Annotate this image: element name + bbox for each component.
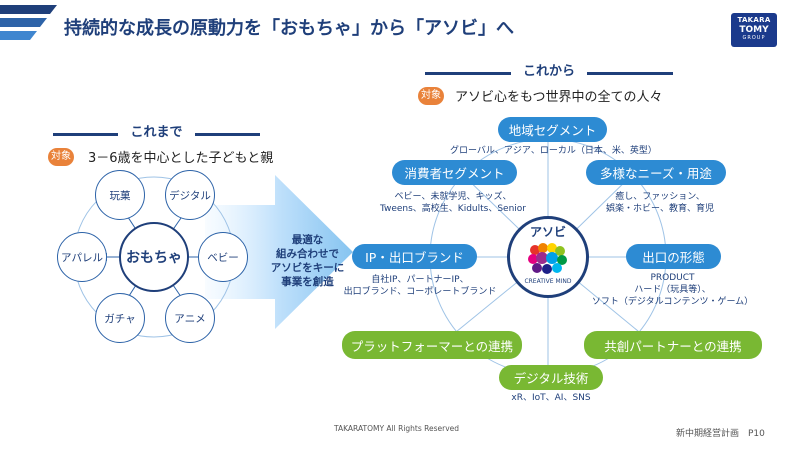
node-digital: デジタル [165, 170, 215, 220]
left-target-text: 3－6歳を中心とした子どもと親 [88, 151, 274, 166]
desc-ip-line: 出口ブランド、コーポレートブランド [343, 287, 497, 297]
pill-region-segment: 地域セグメント [498, 117, 607, 142]
pill-platformer-collab: プラットフォーマーとの連携 [342, 331, 522, 359]
desc-consumer: ベビー、未就学児、キッズ、 Tweens、高校生、Kidults、Senior [368, 191, 538, 215]
asobi-center: アソビ CREATIVE MIND [507, 216, 589, 298]
pill-digital-tech: デジタル技術 [499, 365, 603, 390]
arrow-text-line: 組み合わせで [276, 248, 339, 260]
node-anime: アニメ [165, 293, 215, 343]
left-heading-text: これまで [118, 125, 195, 140]
desc-needs-line: 娯楽・ホビー、教育、育児 [606, 204, 714, 214]
desc-needs-line: 癒し、ファッション、 [615, 192, 705, 202]
arrow-text-line: アソビをキーに [270, 262, 345, 274]
right-target-badge: 対象 [418, 87, 444, 105]
left-heading: これまで [53, 121, 260, 140]
desc-outlet: PRODUCT ハード（玩具等）、 ソフト（デジタルコンテンツ・ゲーム） [585, 272, 760, 308]
node-confectionery-toy: 玩菓 [95, 170, 145, 220]
desc-outlet-line: ハード（玩具等）、 [634, 285, 711, 295]
desc-digital: xR、IoT、AI、SNS [511, 393, 591, 403]
logo-line3: GROUP [742, 35, 766, 41]
pill-ip-brand: IP・出口ブランド [352, 244, 477, 269]
page-number: 新中期経営計画 P10 [676, 429, 765, 439]
arrow-text-line: 最適な [291, 234, 324, 246]
logo-line2: TOMY [739, 25, 769, 35]
desc-region: グローバル、アジア、ローカル（日本、米、英型） [450, 146, 657, 156]
left-target-badge: 対象 [48, 148, 74, 166]
desc-ip-line: 自社IP、パートナーIP、 [371, 275, 469, 285]
right-heading: これから [425, 60, 673, 79]
pill-outlet-form: 出口の形態 [626, 244, 721, 269]
right-heading-text: これから [510, 64, 587, 79]
arrow-text: 最適な 組み合わせで アソビをキーに 事業を創造 [270, 233, 345, 289]
desc-ip: 自社IP、パートナーIP、 出口ブランド、コーポレートブランド [340, 274, 500, 298]
omocha-center: おもちゃ [119, 222, 189, 292]
asobi-label: アソビ [529, 225, 566, 239]
node-gacha: ガチャ [95, 293, 145, 343]
node-baby: ベビー [198, 232, 248, 282]
desc-consumer-line: Tweens、高校生、Kidults、Senior [379, 204, 527, 214]
right-target-text: アソビ心をもつ世界中の全ての人々 [455, 90, 663, 105]
desc-needs: 癒し、ファッション、 娯楽・ホビー、教育、育児 [600, 191, 720, 215]
copyright: TAKARATOMY All Rights Reserved [334, 424, 460, 433]
arrow-text-line: 事業を創造 [281, 276, 334, 288]
logo-line1: TAKARA [737, 16, 771, 24]
node-apparel: アパレル [57, 232, 107, 282]
asobi-sub-label: CREATIVE MIND [524, 278, 572, 285]
desc-outlet-line: ソフト（デジタルコンテンツ・ゲーム） [591, 297, 754, 307]
transition-arrow [205, 175, 353, 329]
takaratomy-logo: TAKARA TOMY GROUP [731, 13, 777, 47]
desc-outlet-line: PRODUCT [650, 273, 695, 283]
creative-mind-icon [528, 243, 567, 274]
pill-partner-cocreation: 共創パートナーとの連携 [584, 331, 762, 359]
header-stripes [0, 5, 57, 40]
desc-consumer-line: ベビー、未就学児、キッズ、 [394, 192, 512, 202]
page-title: 持続的な成長の原動力を「おもちゃ」から「アソビ」へ [64, 18, 514, 39]
pill-consumer-segment: 消費者セグメント [392, 160, 517, 185]
pill-diverse-needs: 多様なニーズ・用途 [586, 160, 726, 185]
